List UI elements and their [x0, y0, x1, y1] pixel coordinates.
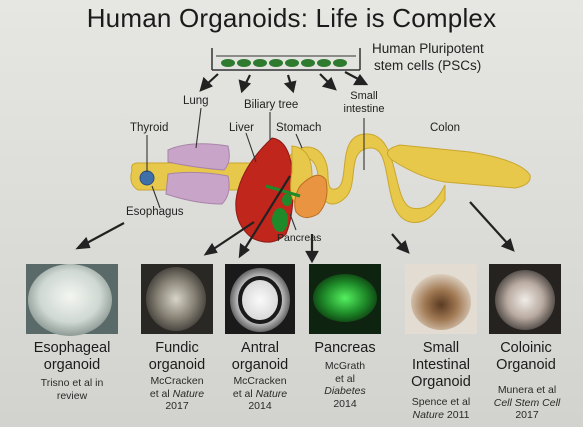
antral-name-line2: organoid: [231, 357, 289, 373]
stem-cells-line1: Human Pluripotent: [372, 41, 484, 56]
small-intestinal-ref-line1: Spence et al: [411, 396, 471, 408]
fundic-ref-year: 2017: [165, 400, 189, 412]
small-intestinal-photo-blob: [411, 274, 471, 330]
label-biliary-tree: Biliary tree: [244, 99, 299, 111]
small-intestinal-name-line2: Intestinal: [411, 357, 471, 373]
pancreas-ref-journal: Diabetes: [324, 385, 366, 397]
small-intestinal-ref-line2: Nature 2011: [392, 409, 490, 422]
esophageal-organoid-name: Esophageal organoid: [18, 340, 126, 374]
stem-cells-line2: stem cells (PSCs): [374, 58, 482, 73]
thyroid-shape: [139, 170, 155, 186]
colonic-name-line1: Coloinic: [500, 340, 552, 356]
pancreas-ref-line2: et al: [335, 372, 355, 385]
label-esophagus: Esophagus: [126, 206, 184, 218]
slide-title: Human Organoids: Life is Complex: [86, 3, 497, 33]
label-small-intestine-line2: intestine: [343, 103, 385, 115]
esophageal-name-line2: organoid: [43, 357, 101, 373]
pancreas-ref-line1: McGrath: [324, 360, 366, 372]
small-intestinal-organoid-name: Small Intestinal Organoid: [396, 340, 486, 391]
antral-ref-journal: Nature: [255, 387, 288, 400]
pancreas-organoid-name: Pancreas: [302, 340, 388, 357]
label-small-intestine: Small intestine: [342, 90, 386, 116]
esophageal-ref-line1: Trisno et al in: [40, 377, 104, 389]
small-intestinal-name-line1: Small: [422, 340, 460, 356]
antral-ref: McCracken et al Nature 2014: [218, 375, 302, 413]
antral-organoid-name: Antral organoid: [218, 340, 302, 374]
label-pancreas: Pancreas: [277, 232, 322, 244]
esophageal-name-line1: Esophageal: [33, 340, 111, 356]
fundic-name-line1: Fundic: [155, 340, 199, 356]
lung-shape: [165, 143, 230, 205]
label-liver: Liver: [229, 122, 254, 134]
small-intestinal-ref: Spence et al Nature 2011: [392, 396, 490, 421]
small-intestinal-ref-year: 2011: [444, 408, 470, 421]
esophageal-ref-line2: review: [56, 389, 88, 402]
fundic-ref-journal: Nature: [172, 387, 205, 400]
label-lung: Lung: [183, 95, 209, 107]
small-intestinal-name-line3: Organoid: [411, 374, 471, 390]
fundic-name-line2: organoid: [148, 357, 206, 373]
antral-ref-year: 2014: [248, 400, 272, 412]
label-small-intestine-line1: Small: [350, 90, 378, 102]
label-thyroid: Thyroid: [130, 122, 169, 134]
fundic-ref-line1: McCracken: [150, 375, 204, 387]
colonic-ref-line1: Munera et al: [497, 384, 557, 396]
esophageal-photo-blob: [28, 264, 112, 336]
colonic-ref: Munera et al Cell Stem Cell 2017: [478, 384, 576, 422]
down-arrows: [75, 175, 515, 264]
colonic-photo-blob: [495, 270, 555, 330]
pancreas-ref-year: 2014: [333, 397, 357, 410]
antral-ref-line1: McCracken: [233, 375, 287, 387]
fundic-ref: McCracken et al Nature 2017: [134, 375, 220, 413]
pancreas-name-line1: Pancreas: [314, 340, 376, 356]
fundic-ref-etal: et al: [149, 387, 173, 400]
colonic-ref-year: 2017: [515, 409, 539, 421]
pancreas-ref: McGrath et al Diabetes 2014: [302, 360, 388, 410]
psc-arrows: [199, 71, 369, 94]
psc-dish-icon: [211, 48, 361, 71]
colonic-ref-journal: Cell Stem Cell: [493, 396, 561, 409]
label-colon: Colon: [430, 122, 461, 134]
stem-cells-label: Human Pluripotent stem cells (PSCs): [372, 40, 484, 74]
biliary-shape: [265, 184, 301, 232]
esophageal-ref: Trisno et al in review: [22, 377, 122, 402]
fundic-photo-blob: [146, 267, 206, 331]
leader-lines: [146, 107, 365, 231]
pancreas-shape: [294, 174, 328, 218]
pancreas-photo-blob: [313, 274, 377, 322]
antral-ref-etal: et al: [232, 387, 256, 400]
label-stomach: Stomach: [276, 122, 322, 134]
antral-ref-line2: et al Nature: [218, 388, 302, 401]
small-intestinal-ref-journal: Nature: [412, 408, 444, 421]
antral-photo-ring: [238, 276, 282, 324]
fundic-ref-line2: et al Nature: [134, 388, 220, 401]
colonic-name-line2: Organoid: [496, 357, 556, 373]
colonic-organoid-name: Coloinic Organoid: [480, 340, 572, 374]
fundic-organoid-name: Fundic organoid: [134, 340, 220, 374]
antral-name-line1: Antral: [241, 340, 279, 356]
